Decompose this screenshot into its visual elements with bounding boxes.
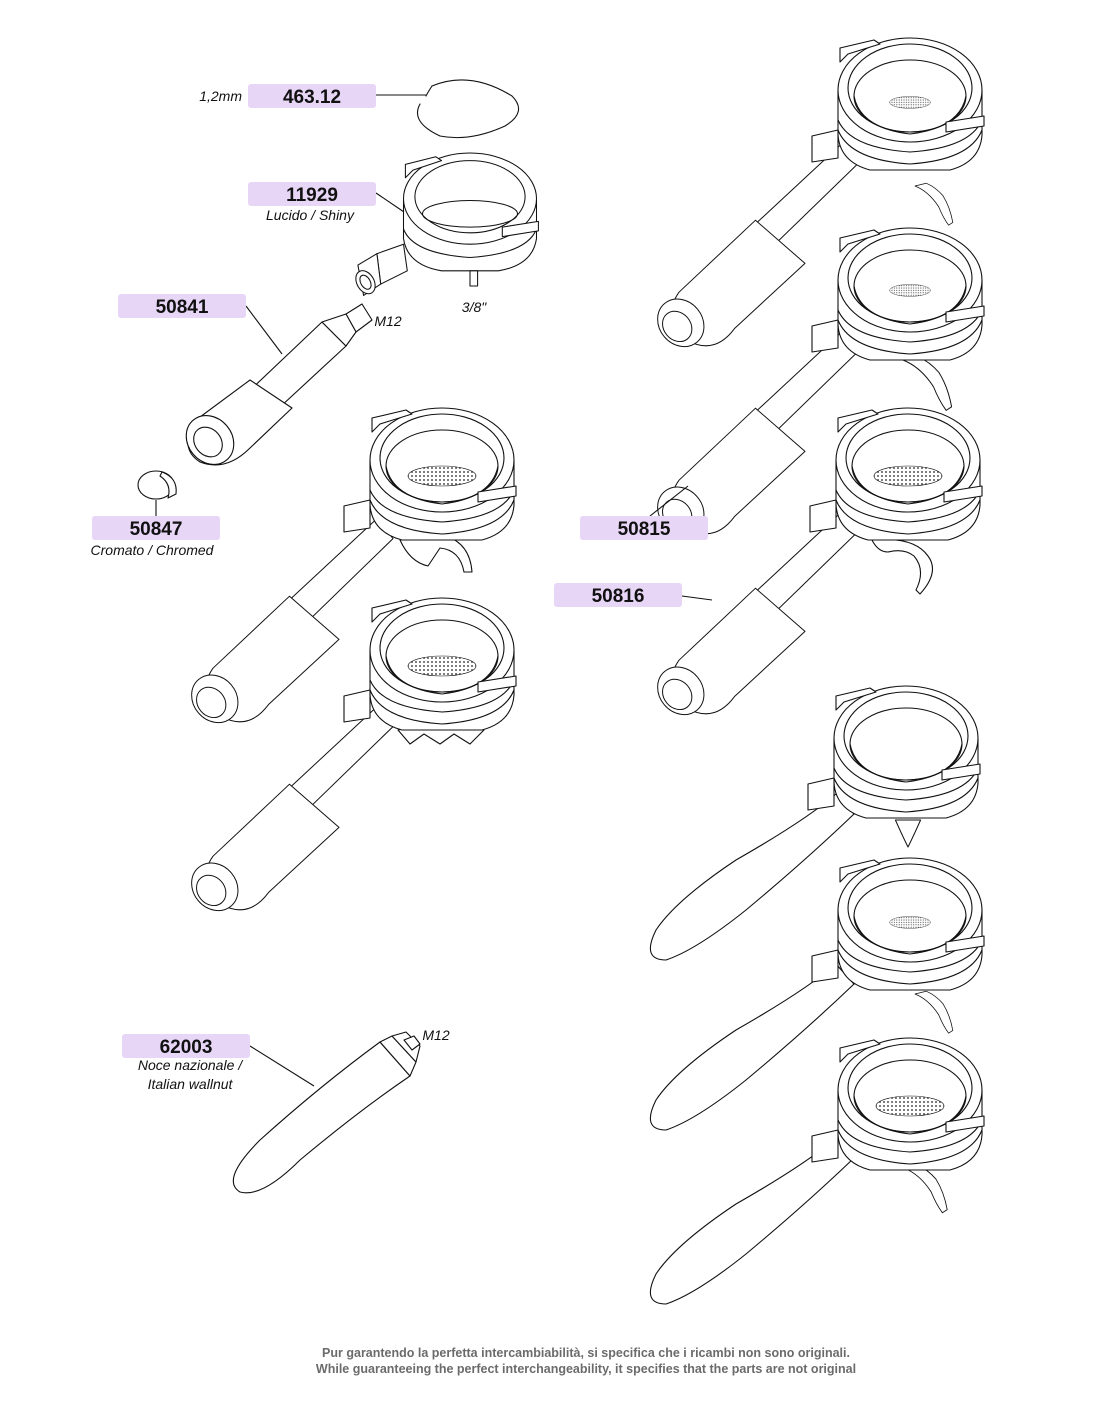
label-50841: 50841	[118, 294, 246, 318]
label-50815: 50815	[580, 516, 708, 540]
part-code-62003: 62003	[160, 1037, 213, 1058]
gasket-46312	[375, 79, 520, 139]
label-50847: 50847	[92, 516, 220, 540]
label-62003: 62003	[122, 1034, 250, 1058]
part-code-50841: 50841	[156, 297, 209, 318]
footer-disclaimer-en: While guaranteeing the perfect interchan…	[316, 1362, 856, 1376]
label-11929: 11929	[248, 182, 376, 206]
wood-handle-62003	[232, 1031, 421, 1194]
label-46312: 463.12	[248, 84, 376, 108]
finish-note-chromed: Cromato / Chromed	[91, 542, 215, 558]
part-code-50847: 50847	[130, 519, 183, 540]
part-code-50815: 50815	[618, 519, 671, 540]
portafilter-assembly-left-1	[181, 407, 517, 733]
end-cap-50847	[137, 470, 177, 516]
portafilter-assembly-50815	[647, 227, 985, 545]
handle-50841	[185, 303, 373, 466]
portafilter-assembly-left-2	[181, 597, 517, 921]
part-code-11929: 11929	[286, 185, 338, 206]
thread-note-38: 3/8"	[462, 299, 487, 315]
label-50816: 50816	[554, 583, 682, 607]
portafilter-assembly-50816	[647, 407, 983, 725]
footer-disclaimer-it: Pur garantendo la perfetta intercambiabi…	[322, 1346, 850, 1360]
wood-note-line2: Italian wallnut	[148, 1076, 234, 1092]
portafilter-body-11929	[355, 152, 539, 297]
wood-note-line1: Noce nazionale /	[138, 1057, 244, 1073]
thread-note-m12-50841: M12	[374, 313, 401, 329]
finish-note-shiny: Lucido / Shiny	[266, 207, 355, 223]
thread-note-m12-62003: M12	[422, 1027, 449, 1043]
part-code-50816: 50816	[592, 586, 645, 607]
gasket-thickness-note: 1,2mm	[199, 88, 242, 104]
part-code-46312: 463.12	[283, 87, 341, 108]
